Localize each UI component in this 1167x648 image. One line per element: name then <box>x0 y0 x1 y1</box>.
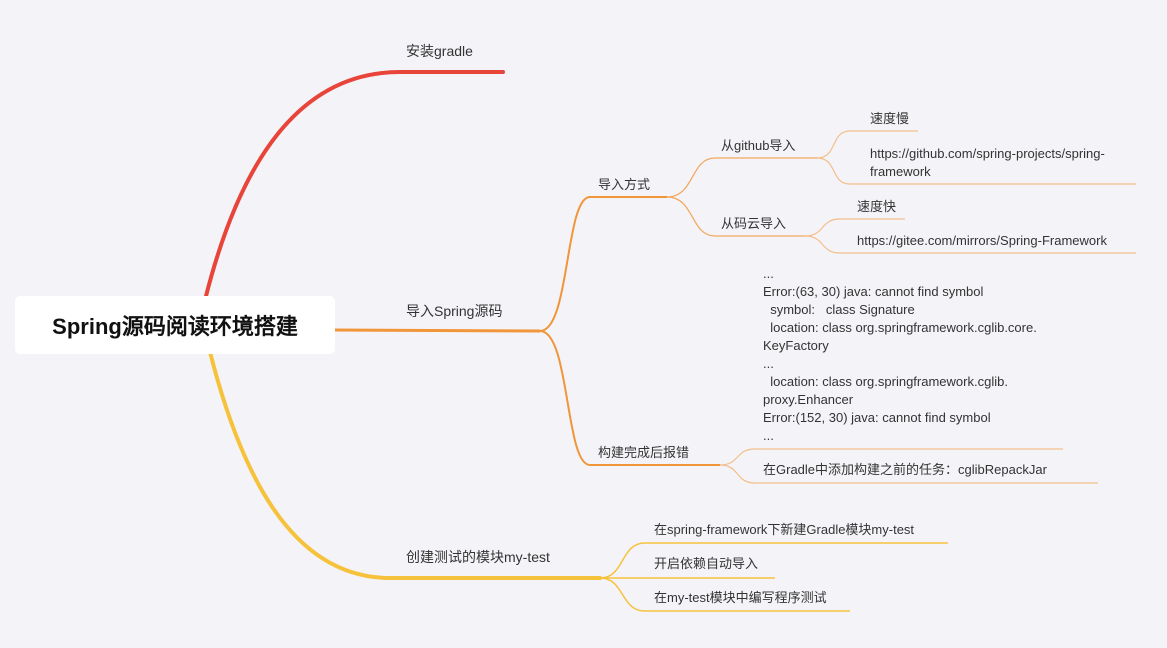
topic-label: 从github导入 <box>721 138 796 153</box>
topic-label: 开启依赖自动导入 <box>654 556 759 571</box>
topic-label: 速度快 <box>857 199 897 214</box>
topic-label: 构建完成后报错 <box>598 445 690 460</box>
topic-import-from-github[interactable]: 从github导入 <box>721 137 795 155</box>
topic-label: 安装gradle <box>406 43 473 59</box>
topic-label: 创建测试的模块my-test <box>406 549 550 565</box>
topic-error-log[interactable]: ... Error:(63, 30) java: cannot find sym… <box>763 266 1037 443</box>
topic-label: 在my-test模块中编写程序测试 <box>654 590 827 605</box>
topic-import-method[interactable]: 导入方式 <box>598 176 650 194</box>
topic-github-url[interactable]: https://github.com/spring-projects/sprin… <box>870 146 1105 179</box>
topic-label: 导入Spring源码 <box>406 303 503 319</box>
topic-speed-slow[interactable]: 速度慢 <box>870 110 909 128</box>
topic-label: 在spring-framework下新建Gradle模块my-test <box>654 522 915 537</box>
topic-import-spring-source[interactable]: 导入Spring源码 <box>406 302 502 320</box>
topic-new-gradle-module[interactable]: 在spring-framework下新建Gradle模块my-test <box>654 521 914 539</box>
topic-import-from-gitee[interactable]: 从码云导入 <box>721 215 786 233</box>
topic-label: 速度慢 <box>870 111 910 126</box>
topic-gitee-url[interactable]: https://gitee.com/mirrors/Spring-Framewo… <box>857 232 1107 250</box>
topic-label: 导入方式 <box>598 177 651 192</box>
topic-speed-fast[interactable]: 速度快 <box>857 198 896 216</box>
topic-write-test-program[interactable]: 在my-test模块中编写程序测试 <box>654 589 827 607</box>
topic-label: https://gitee.com/mirrors/Spring-Framewo… <box>857 233 1107 248</box>
topic-enable-auto-import[interactable]: 开启依赖自动导入 <box>654 555 758 573</box>
topic-add-gradle-task[interactable]: 在Gradle中添加构建之前的任务：cglibRepackJar <box>763 461 1047 479</box>
topic-label: 从码云导入 <box>721 216 787 231</box>
topic-label: 在Gradle中添加构建之前的任务：cglibRepackJar <box>763 462 1047 477</box>
topic-install-gradle[interactable]: 安装gradle <box>406 42 473 60</box>
topic-create-test-module[interactable]: 创建测试的模块my-test <box>406 548 550 566</box>
topic-build-error[interactable]: 构建完成后报错 <box>598 444 689 462</box>
root-topic-label: Spring源码阅读环境搭建 <box>52 314 298 339</box>
root-topic[interactable]: Spring源码阅读环境搭建 <box>15 296 335 354</box>
